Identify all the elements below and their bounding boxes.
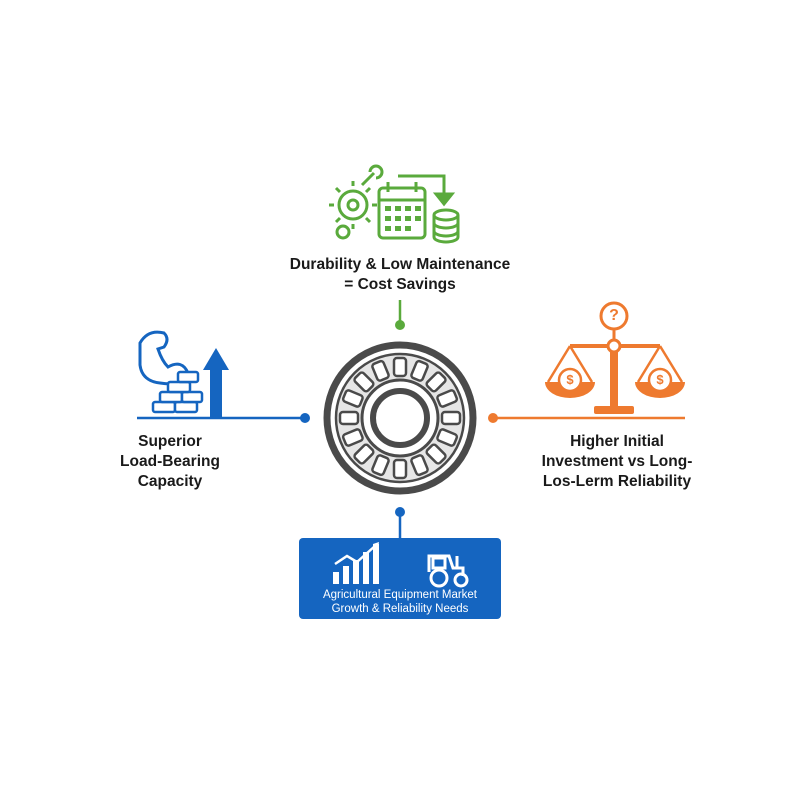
right-label-line3: Los-Lerm Reliability: [542, 473, 692, 490]
right-label: Higher Initial Investment vs Long- Los-L…: [512, 432, 722, 492]
bearing-roller: [341, 428, 364, 447]
growth-chart-tractor-icon: [333, 542, 469, 588]
bearing-roller: [341, 389, 364, 408]
left-label-line2: Load-Bearing: [120, 453, 220, 470]
bearing-roller: [410, 454, 429, 477]
strength-stacked-bars-icon: [138, 330, 229, 418]
right-label-line1: Higher Initial: [570, 433, 664, 450]
left-label: Superior Load-Bearing Capacity: [95, 432, 245, 492]
connector-bottom: [395, 507, 405, 540]
right-label-line2: Investment vs Long-: [541, 453, 693, 470]
question-mark-icon: ?: [609, 307, 619, 324]
balance-scale-question-icon: [545, 301, 685, 414]
gears-calendar-coins-icon: [329, 164, 460, 244]
bearing-roller: [353, 443, 375, 465]
bottom-label-line1: Agricultural Equipment Market: [322, 589, 478, 601]
market-growth-box: Agricultural Equipment Market Growth & R…: [299, 538, 501, 619]
connector-top: [395, 300, 405, 330]
bearing-roller: [353, 371, 375, 393]
roller-bearing-icon: [323, 341, 477, 495]
connector-left: [137, 413, 310, 423]
bearing-roller: [425, 371, 447, 393]
dollar-coin-icon: $: [566, 372, 574, 387]
bearing-roller: [371, 454, 390, 477]
bearing-roller: [392, 458, 408, 480]
left-label-line3: Capacity: [137, 473, 203, 490]
bearing-roller: [436, 428, 459, 447]
left-label-line1: Superior: [138, 433, 202, 450]
dollar-coin-icon: $: [656, 372, 664, 387]
bearing-roller: [440, 410, 462, 426]
bottom-label-line2: Growth & Reliability Needs: [331, 603, 469, 615]
bearing-roller: [410, 359, 429, 382]
top-label: Durability & Low Maintenance = Cost Savi…: [250, 255, 550, 295]
bearing-roller: [338, 410, 360, 426]
bearing-roller: [371, 359, 390, 382]
connector-right: [488, 413, 685, 423]
bearing-roller: [436, 389, 459, 408]
top-label-line2: = Cost Savings: [344, 276, 456, 293]
top-label-line1: Durability & Low Maintenance: [289, 256, 511, 273]
bearing-roller: [425, 443, 447, 465]
bearing-roller: [392, 356, 408, 378]
market-growth-label: Agricultural Equipment Market Growth & R…: [299, 588, 501, 616]
